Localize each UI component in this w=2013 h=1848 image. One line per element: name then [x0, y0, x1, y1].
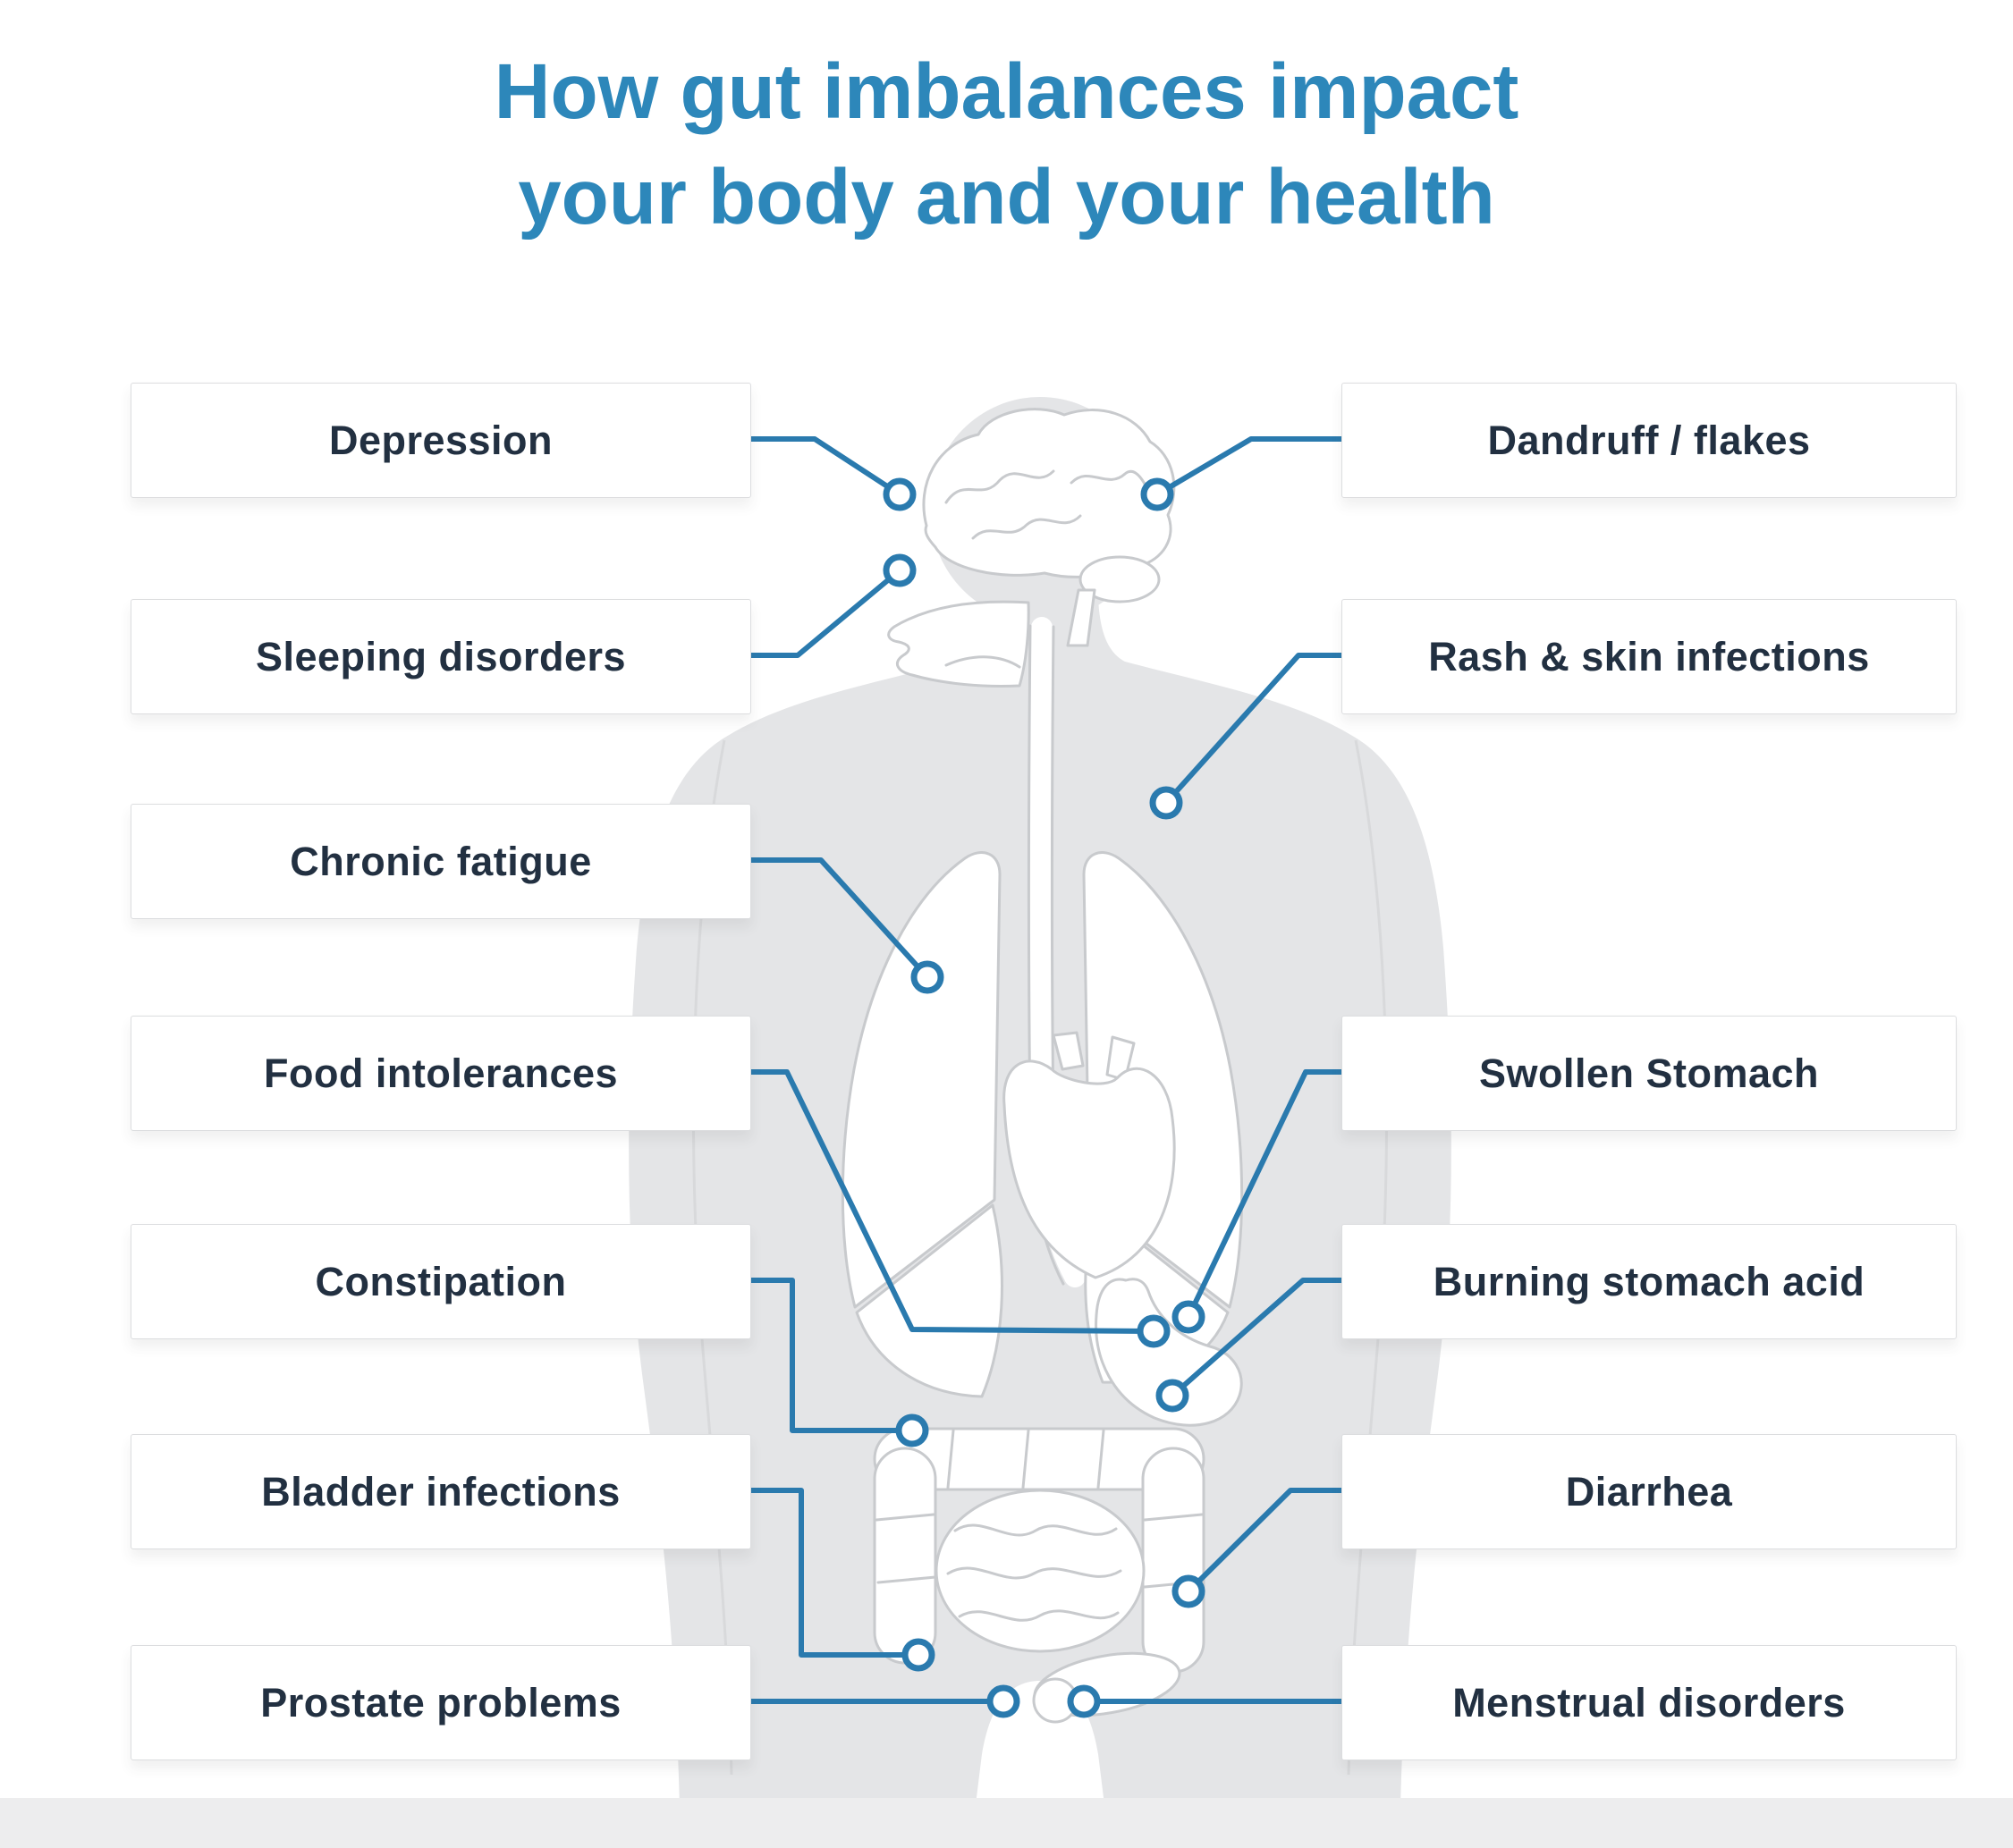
- label-box-burning-stomach-acid: Burning stomach acid: [1341, 1224, 1957, 1339]
- brain-fold: [944, 469, 1055, 504]
- dot-bladder-infections: [901, 1638, 935, 1672]
- title-line-1: How gut imbalances impact: [494, 48, 1519, 135]
- tongue-line: [944, 655, 1021, 669]
- dot-dandruff: [1140, 477, 1174, 511]
- label-text-prostate-problems: Prostate problems: [260, 1679, 622, 1726]
- label-box-sleeping-disorders: Sleeping disorders: [131, 599, 751, 714]
- label-box-prostate-problems: Prostate problems: [131, 1645, 751, 1760]
- brain-outline: [922, 408, 1176, 578]
- colon-segment: [875, 1513, 935, 1522]
- intestine-coil: [958, 1609, 1120, 1622]
- dot-food-intolerances: [1137, 1314, 1171, 1348]
- page-title: How gut imbalances impact your body and …: [0, 39, 2013, 251]
- connector-food-intolerances: [747, 1069, 1156, 1334]
- dot-sleeping-disorders: [883, 553, 917, 587]
- intestine-coil: [953, 1523, 1118, 1537]
- colon-segment: [1021, 1429, 1030, 1489]
- dot-swollen-stomach: [1171, 1300, 1205, 1334]
- brain-organ: [922, 408, 1176, 647]
- dot-chronic-fatigue: [910, 960, 944, 994]
- heart-vessel: [1052, 1031, 1085, 1071]
- label-box-dandruff-flakes: Dandruff / flakes: [1341, 383, 1957, 498]
- dot-constipation: [895, 1413, 929, 1447]
- footer-strip: [0, 1798, 2013, 1848]
- label-box-constipation: Constipation: [131, 1224, 751, 1339]
- connector-constipation: [747, 1278, 915, 1433]
- dot-menstrual-disorders: [1067, 1684, 1101, 1718]
- descending-colon: [1141, 1447, 1205, 1674]
- colon-segment: [876, 1575, 937, 1584]
- label-box-depression: Depression: [131, 383, 751, 498]
- label-box-chronic-fatigue: Chronic fatigue: [131, 804, 751, 919]
- label-text-chronic-fatigue: Chronic fatigue: [290, 838, 592, 884]
- label-box-menstrual-disorders: Menstrual disorders: [1341, 1645, 1957, 1760]
- stomach-body: [1095, 1278, 1243, 1427]
- mouth-profile: [887, 600, 1030, 688]
- mouth-throat-organ: [887, 600, 1030, 688]
- label-text-sleeping-disorders: Sleeping disorders: [255, 633, 627, 679]
- label-box-diarrhea: Diarrhea: [1341, 1434, 1957, 1549]
- label-box-swollen-stomach: Swollen Stomach: [1341, 1016, 1957, 1131]
- label-text-burning-stomach-acid: Burning stomach acid: [1433, 1258, 1865, 1304]
- colon-segment: [1143, 1513, 1204, 1522]
- label-box-bladder-infections: Bladder infections: [131, 1434, 751, 1549]
- ascending-colon: [873, 1447, 937, 1665]
- stomach-organ: [1095, 1278, 1243, 1427]
- label-box-food-intolerances: Food intolerances: [131, 1016, 751, 1131]
- brainstem: [1066, 588, 1096, 647]
- intestines-organ: [873, 1427, 1205, 1724]
- colon-segment: [946, 1429, 955, 1489]
- connector-depression: [747, 436, 902, 497]
- dot-depression: [883, 477, 917, 511]
- liver-left-lobe: [855, 1203, 1003, 1398]
- connector-dots: [883, 477, 1205, 1718]
- left-lung: [841, 851, 1002, 1309]
- connector-chronic-fatigue: [747, 857, 930, 980]
- connector-burning-stomach-acid: [1170, 1278, 1344, 1398]
- connector-sleeping-disorders: [747, 568, 902, 658]
- label-text-depression: Depression: [328, 417, 554, 463]
- brain-fold: [1070, 470, 1154, 499]
- label-text-menstrual-disorders: Menstrual disorders: [1452, 1679, 1846, 1726]
- label-text-rash-skin-infections: Rash & skin infections: [1428, 633, 1870, 679]
- heart-organ: [1002, 1031, 1176, 1279]
- intestine-coil: [946, 1566, 1122, 1580]
- connector-dandruff: [1155, 436, 1344, 497]
- label-text-dandruff-flakes: Dandruff / flakes: [1487, 417, 1811, 463]
- colon-segment: [1096, 1429, 1105, 1489]
- heart-body: [1002, 1059, 1176, 1279]
- connectors: [747, 436, 1344, 1704]
- title-line-2: your body and your health: [518, 154, 1495, 241]
- connector-rash: [1163, 653, 1344, 806]
- organs: [841, 408, 1244, 1724]
- dot-diarrhea: [1171, 1574, 1205, 1608]
- label-text-swollen-stomach: Swollen Stomach: [1478, 1050, 1820, 1096]
- label-box-rash-skin-infections: Rash & skin infections: [1341, 599, 1957, 714]
- label-text-food-intolerances: Food intolerances: [263, 1050, 619, 1096]
- dot-prostate-problems: [986, 1684, 1020, 1718]
- cerebellum: [1078, 555, 1161, 603]
- label-text-bladder-infections: Bladder infections: [261, 1468, 621, 1515]
- connector-swollen-stomach: [1186, 1069, 1344, 1320]
- connector-bladder-infections: [747, 1488, 921, 1658]
- label-text-diarrhea: Diarrhea: [1565, 1468, 1733, 1515]
- connector-diarrhea: [1186, 1488, 1344, 1594]
- brain-fold: [971, 514, 1082, 540]
- label-text-constipation: Constipation: [315, 1258, 567, 1304]
- dot-burning-stomach-acid: [1155, 1379, 1189, 1413]
- dot-rash: [1149, 786, 1183, 820]
